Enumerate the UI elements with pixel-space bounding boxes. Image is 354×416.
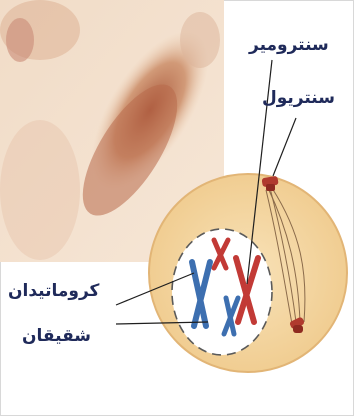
leader-centriole [273,118,296,176]
label-chromatid: كروماتيدان [8,283,99,300]
label-centromere: سنترومير [249,37,329,54]
label-sister: شقيقان [22,328,91,345]
label-centriole: سنتريول [262,90,335,107]
